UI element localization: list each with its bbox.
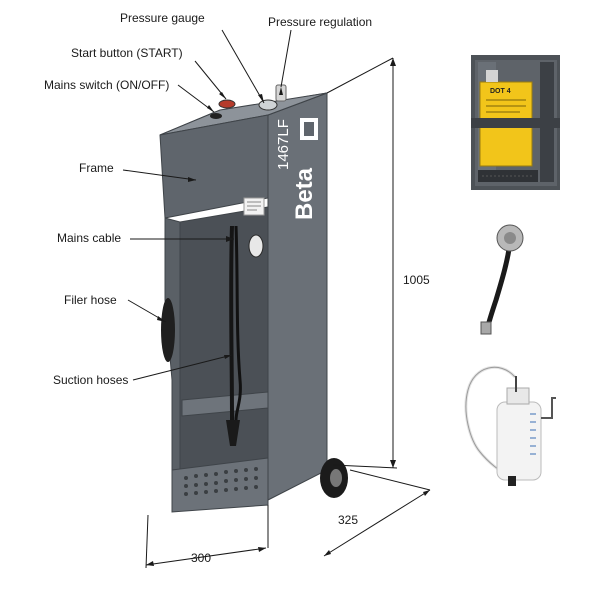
label-start-button: Start button (START): [71, 46, 183, 60]
pressure-gauge: [258, 99, 278, 111]
filler-hose-coil: [161, 298, 175, 362]
dimension-lines: [145, 57, 431, 569]
label-pressure-gauge: Pressure gauge: [120, 11, 205, 25]
tray-grille: [184, 467, 258, 496]
suction-nozzle: [226, 420, 240, 446]
brake-bleeder-unit: Beta 1467LF: [159, 84, 348, 513]
dim-width: 300: [191, 551, 211, 565]
model-number: 1467LF: [275, 119, 292, 170]
start-button[interactable]: [218, 99, 236, 109]
callout-labels: Pressure gauge Pressure regulation Start…: [44, 11, 372, 387]
mains-cable-line: [234, 225, 242, 421]
leader-arrowheads: [157, 87, 283, 359]
dimension-values: 1005 325 300: [191, 273, 430, 565]
dim-height: 1005: [403, 273, 430, 287]
label-mains-switch: Mains switch (ON/OFF): [44, 78, 169, 92]
frame-housing: [159, 114, 269, 219]
label-frame: Frame: [79, 161, 114, 175]
reservoir-label-text: DOT 4: [490, 88, 511, 95]
dim-depth: 325: [338, 513, 358, 527]
label-mains-cable: Mains cable: [57, 231, 121, 245]
label-pressure-regulation: Pressure regulation: [268, 15, 372, 29]
dimension-arrowheads: [146, 58, 430, 566]
cable-port: [248, 234, 264, 258]
inset-bleed-bottle: [464, 365, 556, 486]
inset-hose-adapter: [480, 224, 524, 335]
brand-logo: Beta: [291, 167, 318, 220]
label-suction-hoses: Suction hoses: [53, 373, 128, 387]
hose-fitting: [480, 321, 492, 335]
bottle-hanger: [541, 397, 556, 419]
leader-lines: [122, 29, 292, 381]
label-filer-hose: Filer hose: [64, 293, 117, 307]
mains-switch[interactable]: [210, 113, 222, 119]
inset-reservoir-photo: DOT 4: [471, 55, 560, 190]
suction-hose-1: [229, 225, 234, 421]
